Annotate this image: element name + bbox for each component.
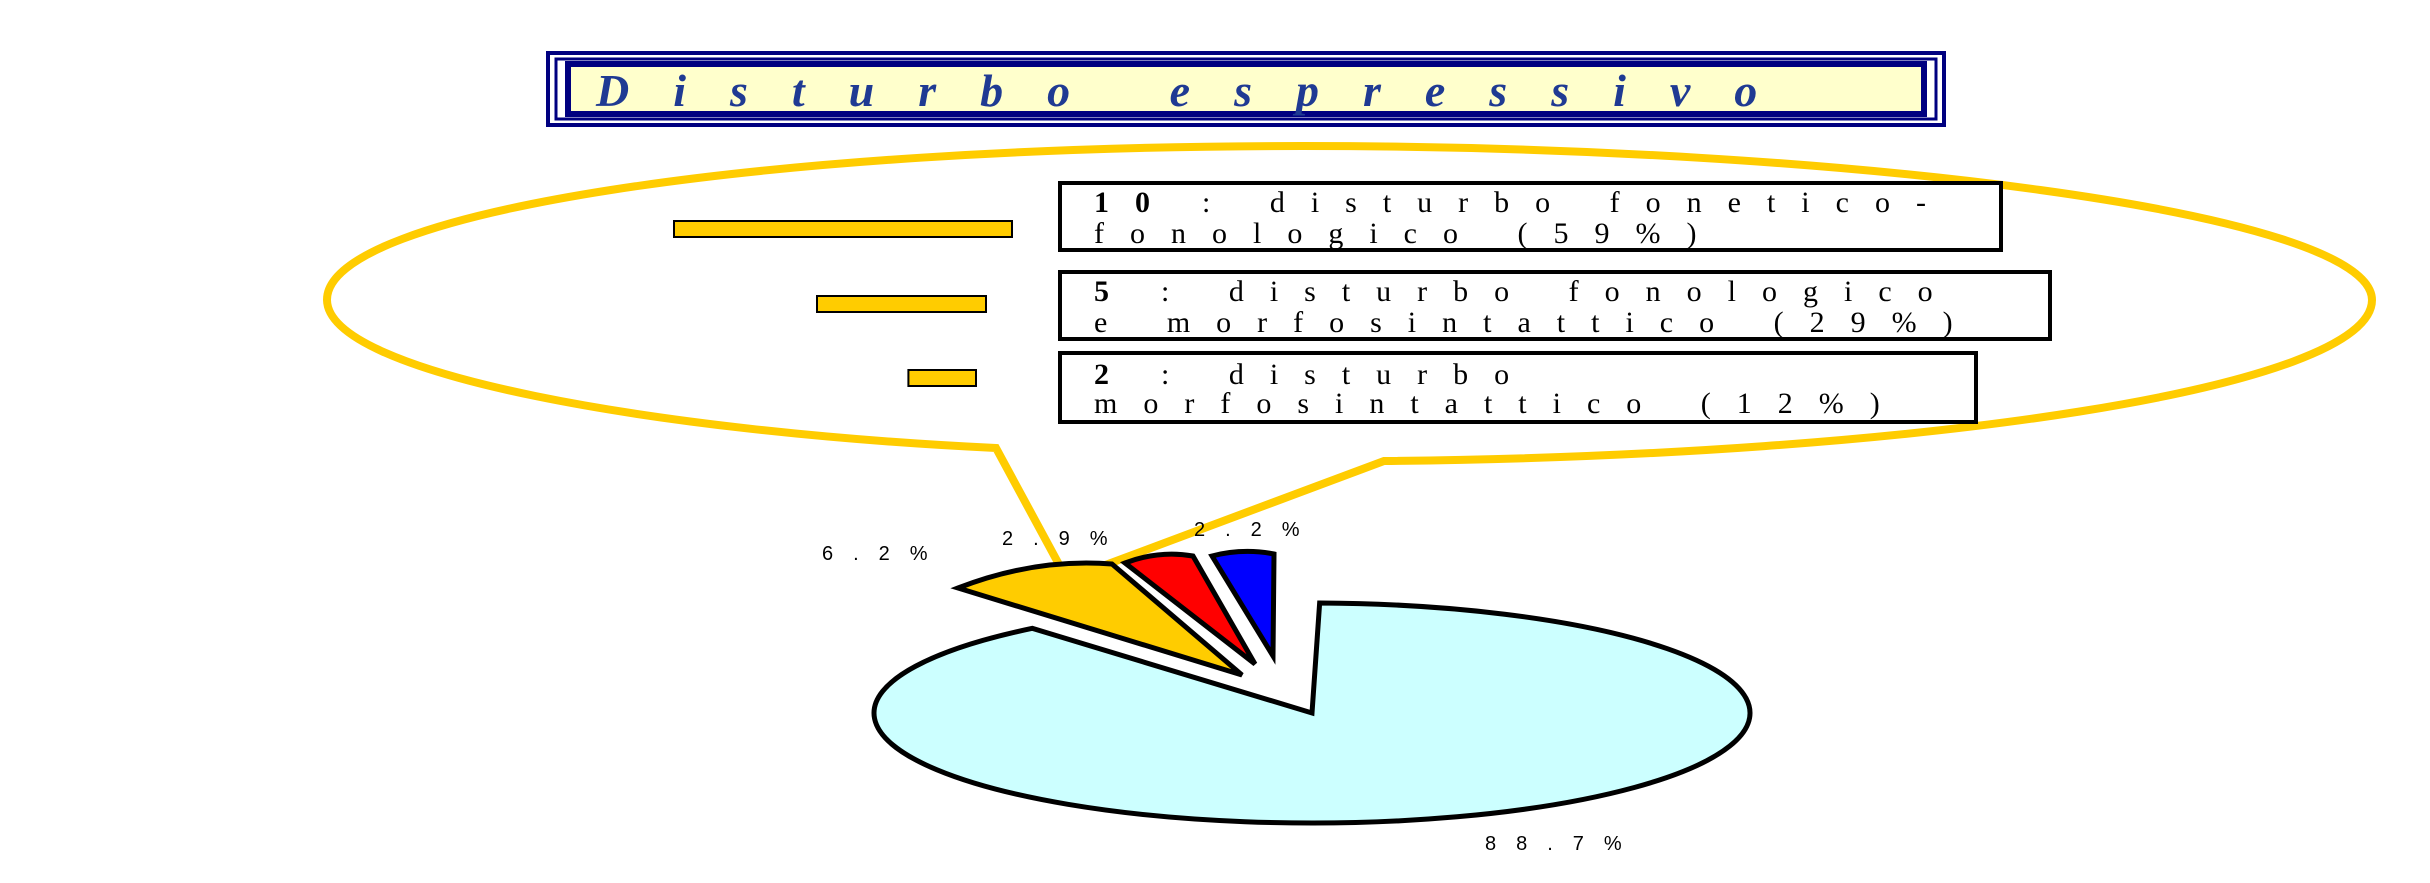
title-frame-inner <box>554 57 1938 121</box>
legend-item-1: 10 : disturbo fonetico- fonologico (59%) <box>1058 181 2003 252</box>
callout-bars <box>673 220 1013 387</box>
legend-label-line1: : disturbo <box>1161 358 1535 391</box>
pie-labels: 6.2% 2.9% 2.2% 88.7% <box>822 519 1642 855</box>
svg-text:5: disturbo fonologico: 5 : disturbo fonologico <box>1094 275 1959 308</box>
pie-chart <box>871 548 1753 826</box>
legend-item-3: 2 : disturbo morfosintattico (12%) <box>1058 351 1978 424</box>
legend-count: 10 <box>1094 186 1176 219</box>
legend-box <box>1058 351 1978 424</box>
slice-label-blue: 2.2% <box>1194 519 1320 541</box>
legend-label-line2: e morfosintattico (29%) <box>1094 306 1979 339</box>
slice-label-yellow: 6.2% <box>822 543 948 565</box>
legend-box <box>1058 270 2052 341</box>
legend-label-line1: : disturbo fonetico- <box>1202 186 1952 219</box>
callout-bar-2 <box>816 295 987 313</box>
legend-count: 5 <box>1094 275 1135 308</box>
pie-slice-cyan <box>871 600 1753 826</box>
svg-text:10: disturbo fonetico-: 10 : disturbo fonetico- <box>1094 186 1952 219</box>
legend-item-2: 5 : disturbo fonologico e morfosintattico… <box>1058 270 2052 341</box>
title-background <box>565 61 1927 117</box>
chart-title: Disturbo espressivo <box>595 65 1801 116</box>
pie-slice-red <box>1119 551 1258 666</box>
title-banner: Disturbo espressivo <box>546 51 1946 127</box>
legend-box <box>1058 181 2003 252</box>
legend-label-line1: : disturbo fonologico <box>1161 275 1959 308</box>
legend: 10: disturbo fonetico- fonologico (59%) … <box>1058 181 2052 424</box>
slice-label-cyan: 88.7% <box>1485 833 1642 855</box>
pie-slice-yellow <box>950 560 1244 678</box>
pie-slice-blue <box>1208 548 1277 665</box>
legend-label-line2: fonologico (59%) <box>1094 217 1722 250</box>
legend-label-line2: morfosintattico (12%) <box>1094 387 1906 420</box>
callout-bar-1 <box>673 220 1013 238</box>
svg-text:2: disturbo: 2 : disturbo <box>1094 358 1535 391</box>
legend-count: 2 <box>1094 358 1135 391</box>
callout-bar-3 <box>907 369 978 387</box>
slice-label-red: 2.9% <box>1002 528 1128 550</box>
